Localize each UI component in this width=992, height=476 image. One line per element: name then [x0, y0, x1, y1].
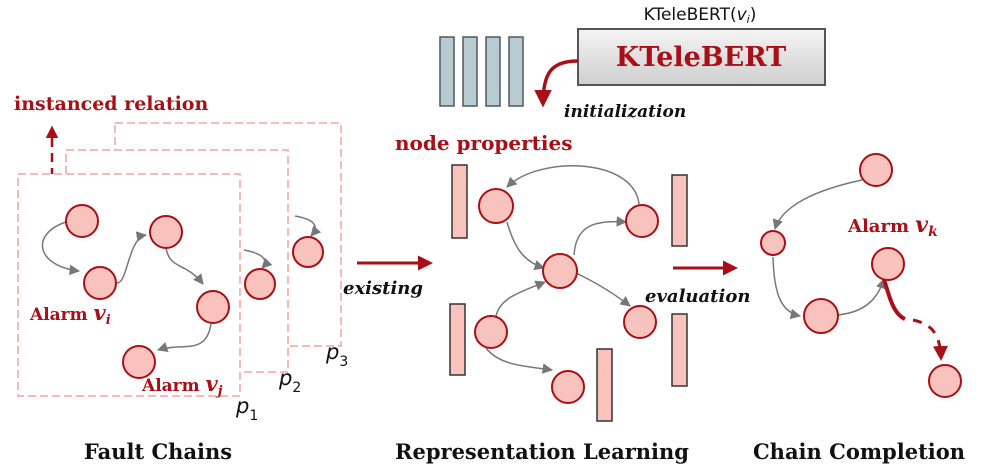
model-box-label: KTeleBERT [616, 42, 787, 73]
page-p3-graph [292, 215, 324, 268]
graph-node [474, 315, 508, 349]
graph-edge [573, 271, 631, 307]
evaluation-label: evaluation [645, 286, 750, 307]
graph-node [803, 298, 839, 334]
embedding-vector [462, 36, 478, 107]
alarm-node-vk [871, 247, 905, 281]
representation-section: node properties Representati [395, 131, 689, 464]
graph-node [542, 253, 578, 289]
existing-transition: existing [343, 255, 433, 299]
alarm-vk-label: Alarm vk [847, 212, 938, 240]
alarm-node-vi [83, 266, 117, 300]
node-properties-label: node properties [395, 131, 572, 155]
alarm-node-vj [122, 345, 156, 379]
page-label-p3: p3 [325, 340, 348, 370]
predicted-node [928, 364, 962, 398]
alarm-vj-label: Alarm vj [141, 371, 223, 399]
representation-title: Representation Learning [395, 439, 689, 464]
graph-node [859, 153, 893, 187]
instanced-relation-label: instanced relation [14, 93, 208, 115]
graph-node [551, 370, 585, 404]
page-label-p1: p1 [235, 394, 258, 424]
graph-edge [837, 277, 887, 316]
graph-edge [573, 216, 628, 256]
predicted-link [882, 278, 906, 321]
embedding-vector [439, 36, 455, 107]
representation-edges [485, 165, 640, 374]
graph-edge [485, 347, 554, 374]
property-bar [449, 303, 466, 376]
chain-node [196, 290, 230, 324]
model-caption: KTeleBERT(vi) [644, 5, 757, 26]
embedding-vector [485, 36, 501, 107]
graph-node [478, 188, 514, 224]
chain-edge [243, 249, 273, 269]
graph-edge [506, 165, 640, 205]
fault-chains-section: instanced relation [14, 93, 348, 464]
property-bar [451, 164, 468, 239]
page-p2-graph [243, 249, 276, 300]
property-bar [671, 174, 688, 247]
chain-node [65, 204, 99, 238]
initialization-label: initialization [564, 102, 686, 122]
fault-chains-title: Fault Chains [84, 439, 232, 464]
chain-edge [165, 247, 204, 285]
property-bar [596, 348, 613, 422]
alarm-vi-label: Alarm vi [29, 300, 111, 328]
chain-node [149, 215, 183, 249]
evaluation-transition: evaluation [645, 260, 750, 307]
embedding-vector [508, 36, 524, 107]
graph-edge [772, 179, 863, 231]
property-bars [449, 164, 688, 422]
chain-edge [41, 221, 81, 276]
page-label-p2: p2 [278, 366, 301, 396]
chain-edge [294, 215, 322, 237]
predicted-link [912, 318, 948, 361]
embedding-vectors [439, 36, 524, 107]
graph-node [623, 305, 657, 339]
page-p1-nodes [65, 204, 230, 379]
graph-edge [506, 221, 546, 271]
chain-node [244, 268, 276, 300]
model-box [577, 28, 826, 86]
completion-edges [772, 179, 887, 320]
completion-nodes [760, 153, 962, 398]
property-bar [671, 313, 688, 387]
graph-node [760, 230, 786, 256]
graph-edge [495, 280, 546, 317]
initialization-arrow [534, 59, 579, 108]
graph-edge [772, 256, 802, 320]
existing-label: existing [343, 278, 423, 299]
page-p1-edges [41, 221, 212, 353]
completion-section: Alarm vk Chain Completion [753, 153, 965, 464]
chain-node [292, 236, 324, 268]
graph-node [625, 204, 659, 238]
chain-edge [116, 231, 148, 284]
chain-edge [157, 323, 212, 353]
representation-nodes [474, 188, 659, 404]
completion-title: Chain Completion [753, 439, 965, 464]
model-block: KTeleBERT(vi) KTeleBERT initialization [439, 5, 826, 122]
